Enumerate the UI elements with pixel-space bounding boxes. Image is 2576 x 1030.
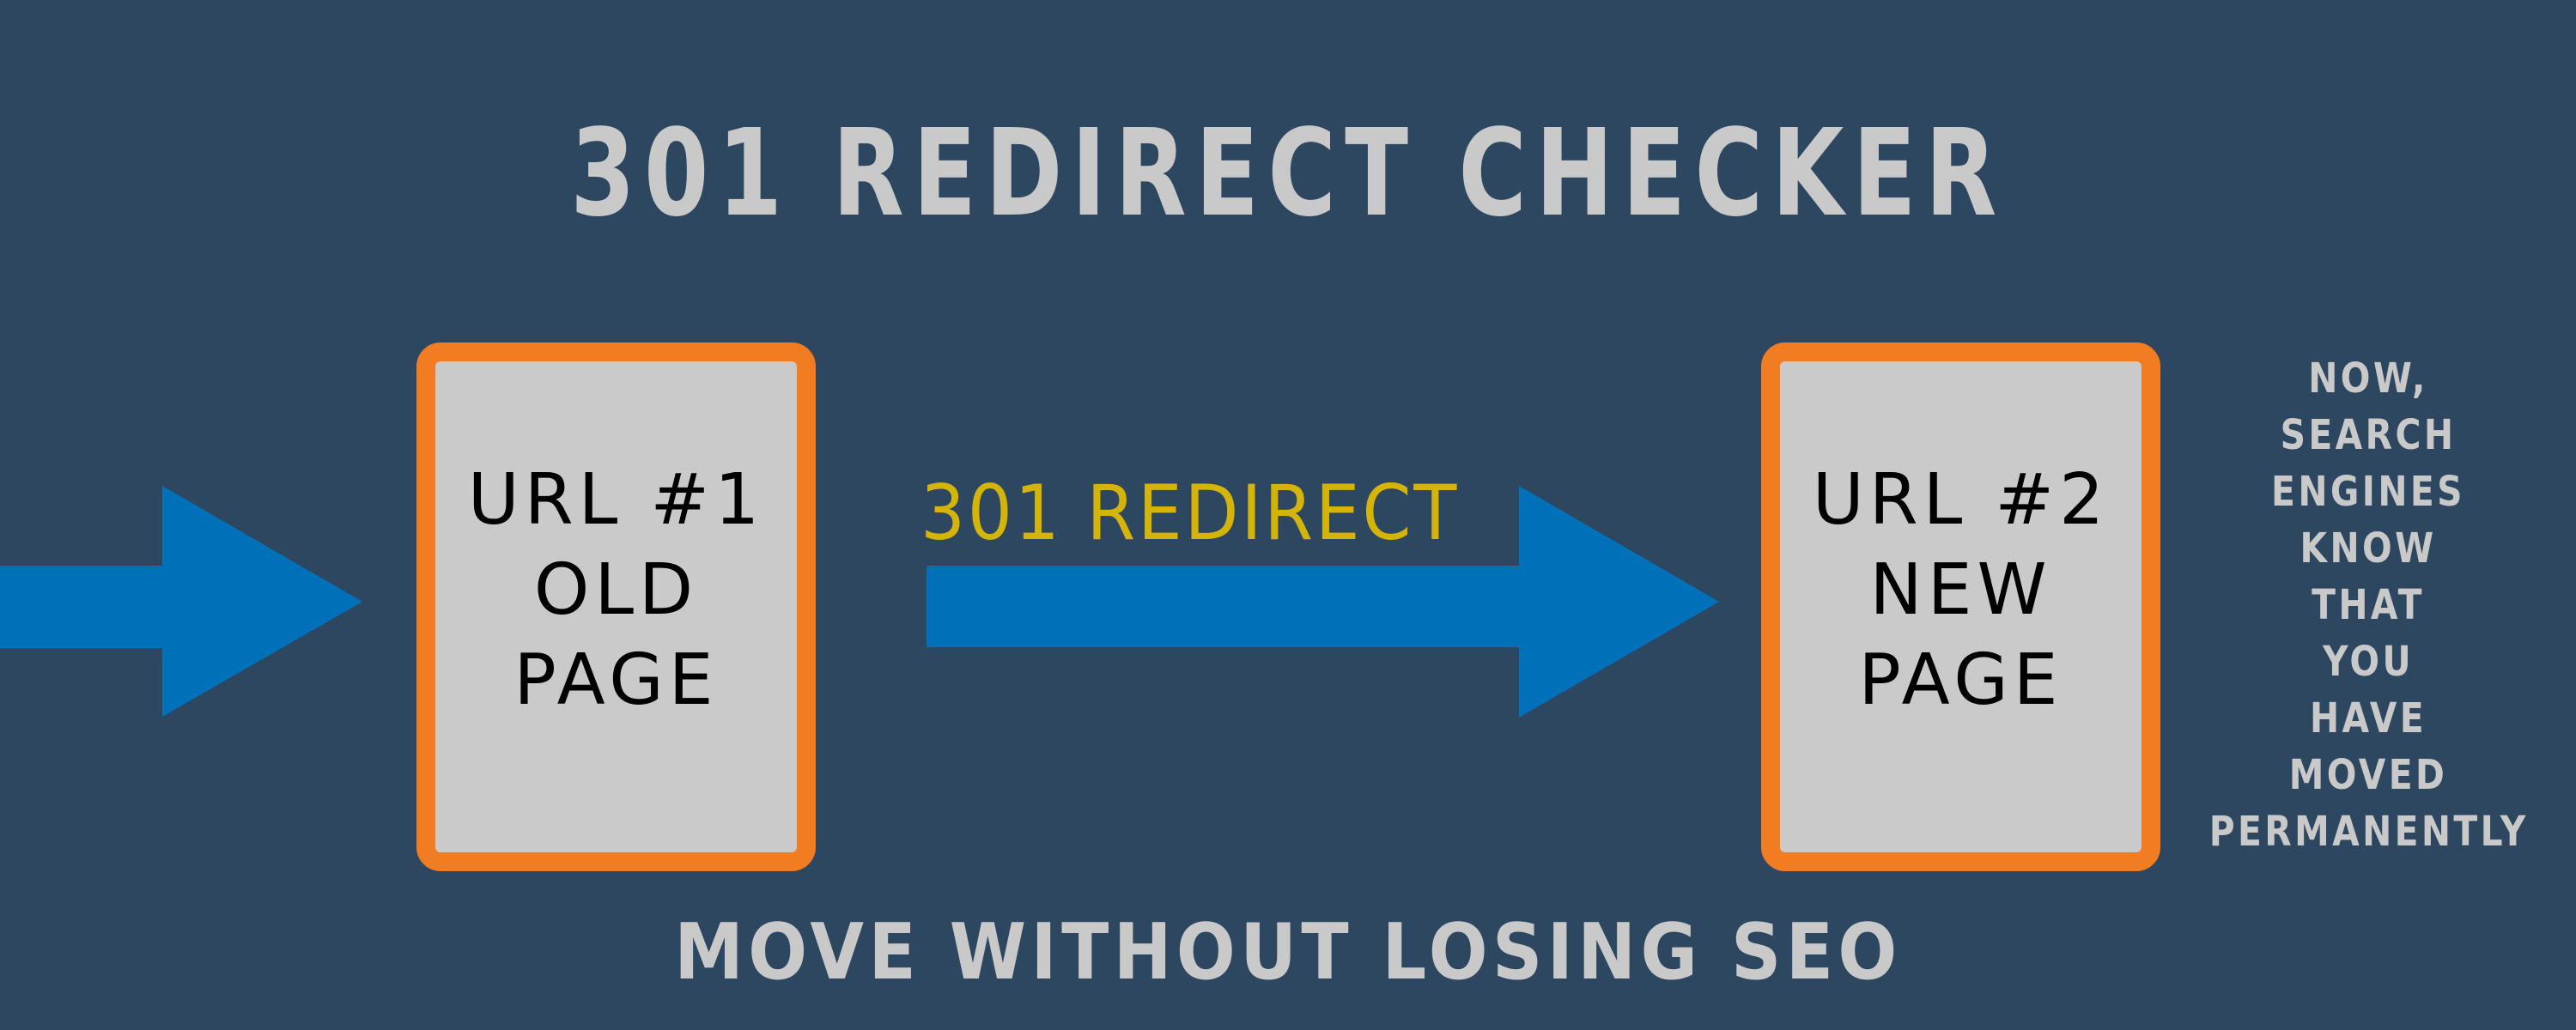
side-note: NOW, SEARCH ENGINES KNOW THAT YOU HAVE M… [2181,350,2555,860]
incoming-arrow-icon [0,486,362,717]
old-page-line-3: PAGE [513,639,719,721]
page-title: 301 REDIRECT CHECKER [570,104,2006,244]
side-note-line: KNOW [2300,524,2437,573]
redirect-arrow-icon [927,486,1719,718]
side-note-line: ENGINES [2271,468,2465,516]
side-note-line: HAVE [2310,694,2427,742]
side-note-line: SEARCH [2280,411,2457,459]
side-note-line: THAT [2312,581,2425,629]
side-note-line: YOU [2322,638,2415,686]
new-page-line-2: NEW [1869,548,2052,631]
old-page-url-label: URL #1 [467,458,765,541]
side-note-line: NOW, [2308,354,2428,403]
side-note-line: PERMANENTLY [2208,808,2529,856]
old-page-box: URL #1 OLD PAGE [416,342,816,871]
redirect-label: 301 REDIRECT [920,469,1460,557]
new-page-line-3: PAGE [1858,639,2063,721]
subtitle: MOVE WITHOUT LOSING SEO [674,907,1902,997]
new-page-box: URL #2 NEW PAGE [1761,342,2160,871]
old-page-line-2: OLD [533,548,699,631]
new-page-url-label: URL #2 [1812,458,2110,541]
side-note-line: MOVED [2288,751,2448,799]
